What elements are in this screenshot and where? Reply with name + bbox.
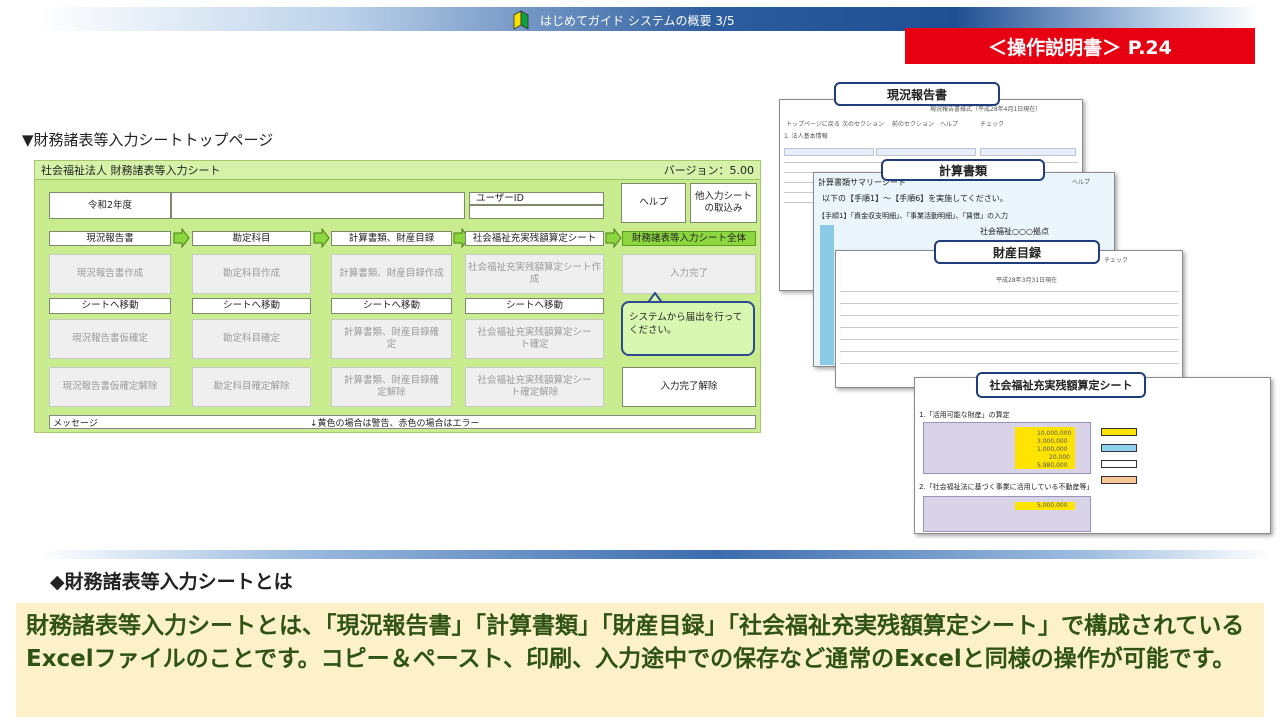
- confirm-surplus-button[interactable]: 社会福祉充実残額算定シート確定: [465, 319, 604, 359]
- genkyo-btn-top: トップページに戻る: [786, 121, 840, 128]
- section-caption: ▼財務諸表等入力シートトップページ: [22, 131, 274, 149]
- message-label: メッセージ: [53, 418, 98, 429]
- zaisan-check: チェック: [1104, 257, 1129, 264]
- label-genkyo: 現況報告書: [834, 82, 1000, 106]
- release-complete-button[interactable]: 入力完了解除: [622, 367, 756, 407]
- release-statements-button[interactable]: 計算書類、財産目録確定解除: [331, 367, 452, 407]
- release-surplus-button[interactable]: 社会福祉充実残額算定シート確定解除: [465, 367, 604, 407]
- input-complete-button[interactable]: 入力完了: [622, 254, 756, 294]
- genkyo-section: 1. 法人基本情報: [784, 133, 828, 140]
- beginner-leaf-icon: [513, 10, 529, 30]
- jujitsu-value-5: 5,980,000: [1037, 462, 1068, 469]
- message-bar: メッセージ ↓黄色の場合は警告、赤色の場合はエラー: [49, 415, 756, 429]
- flow-arrow-icon: [313, 228, 330, 248]
- tab-genkyo-report[interactable]: 現況報告書: [49, 231, 171, 246]
- description-text: 財務諸表等入力シートとは、「現況報告書」「計算書類」「財産目録」「社会福祉充実残…: [26, 613, 1245, 672]
- user-id-label: ユーザーID: [469, 192, 604, 205]
- zaisan-date: 平成28年3月31日現在: [996, 277, 1058, 284]
- zaisan-thumbnail: 平成28年3月31日現在 チェック: [835, 250, 1183, 388]
- keisan-step: 以下の【手順1】〜【手順6】を実施してください。: [822, 194, 1008, 203]
- create-statements-button[interactable]: 計算書類、財産目録作成: [331, 254, 452, 294]
- genkyo-subtitle: 現況報告書様式（平成28年4月1日現在）: [930, 106, 1042, 113]
- sheet-org-title: 社会福祉法人 財務諸表等入力シート: [41, 164, 221, 177]
- move-account-button[interactable]: シートへ移動: [192, 298, 311, 314]
- move-surplus-button[interactable]: シートへ移動: [465, 298, 604, 314]
- jujitsu-section2: 2.「社会福祉法に基づく事業に活用している不動産等」: [919, 483, 1094, 491]
- import-other-sheet-button[interactable]: 他入力シートの取込み: [690, 183, 757, 223]
- flow-arrow-icon: [605, 228, 622, 248]
- jujitsu-thumbnail: 1.「活用可能な財産」の算定 10,000,000 3,000,000 1,00…: [914, 377, 1271, 534]
- header-bar: [40, 7, 1260, 31]
- input-sheet-top-page: 社会福祉法人 財務諸表等入力シート バージョン：5.00 令和2年度 ユーザーI…: [34, 160, 761, 433]
- genkyo-btn-help: ヘルプ: [940, 121, 959, 128]
- label-keisan: 計算書類: [881, 159, 1045, 181]
- tab-account-titles[interactable]: 勘定科目: [192, 231, 311, 246]
- confirm-genkyo-button[interactable]: 現況報告書仮確定: [49, 319, 171, 359]
- keisan-summary: 計算書類サマリーシート: [818, 178, 906, 187]
- jujitsu-value-3: 1,000,000: [1037, 446, 1068, 453]
- create-account-button[interactable]: 勘定科目作成: [192, 254, 311, 294]
- tab-surplus-calculation[interactable]: 社会福祉充実残額算定シート: [465, 231, 604, 246]
- message-text: ↓黄色の場合は警告、赤色の場合はエラー: [310, 418, 480, 429]
- description-box: [16, 603, 1264, 717]
- move-statements-button[interactable]: シートへ移動: [331, 298, 452, 314]
- genkyo-btn-check: チェック: [980, 121, 1005, 128]
- jujitsu-value-1: 10,000,000: [1037, 430, 1072, 437]
- sheet-version: バージョン：5.00: [663, 164, 754, 177]
- jujitsu-value-2: 3,000,000: [1037, 438, 1068, 445]
- keisan-help: ヘルプ: [1072, 179, 1091, 186]
- tab-financial-statements[interactable]: 計算書類、財産目録: [331, 231, 452, 246]
- manual-page-reference: ＜操作説明書＞ P.24: [905, 28, 1255, 64]
- tab-entire-sheet[interactable]: 財務諸表等入力シート全体: [622, 231, 756, 246]
- release-genkyo-button[interactable]: 現況報告書仮確定解除: [49, 367, 171, 407]
- fiscal-year-value: [171, 192, 465, 219]
- confirm-statements-button[interactable]: 計算書類、財産目録確定: [331, 319, 452, 359]
- header-title-group: はじめてガイド システムの概要 3/5: [512, 9, 735, 31]
- sheet-header: 社会福祉法人 財務諸表等入力シート バージョン：5.00: [35, 161, 760, 180]
- subheading: ◆財務諸表等入力シートとは: [50, 571, 293, 593]
- jujitsu-value-4: 20,000: [1049, 454, 1070, 461]
- flow-arrow-icon: [173, 228, 190, 248]
- fiscal-year-label: 令和2年度: [49, 192, 171, 219]
- submit-notice-bubble: システムから届出を行ってください。: [621, 301, 755, 356]
- release-account-button[interactable]: 勘定科目確定解除: [192, 367, 311, 407]
- move-genkyo-button[interactable]: シートへ移動: [49, 298, 171, 314]
- keisan-step1: 【手順1】「資金収支明細」、「事業活動明細」、「賃借」の入力: [818, 212, 1008, 220]
- header-title: はじめてガイド システムの概要 3/5: [540, 13, 735, 28]
- user-id-field[interactable]: [469, 205, 604, 219]
- help-button[interactable]: ヘルプ: [621, 183, 686, 223]
- genkyo-btn-prev: 前のセクション: [892, 121, 935, 128]
- label-jujitsu: 社会福祉充実残額算定シート: [976, 372, 1146, 398]
- create-surplus-button[interactable]: 社会福祉充実残額算定シート作成: [465, 254, 604, 294]
- zaisan-org: 社会福祉○○○拠点: [980, 227, 1049, 236]
- confirm-account-button[interactable]: 勘定科目確定: [192, 319, 311, 359]
- label-zaisan: 財産目録: [934, 240, 1100, 264]
- create-genkyo-button[interactable]: 現況報告書作成: [49, 254, 171, 294]
- jujitsu-section1: 1.「活用可能な財産」の算定: [919, 411, 1010, 419]
- genkyo-btn-next: 次のセクション: [842, 121, 885, 128]
- jujitsu-value-6: 5,000,000: [1037, 502, 1068, 509]
- bottom-divider-bar: [40, 550, 1270, 559]
